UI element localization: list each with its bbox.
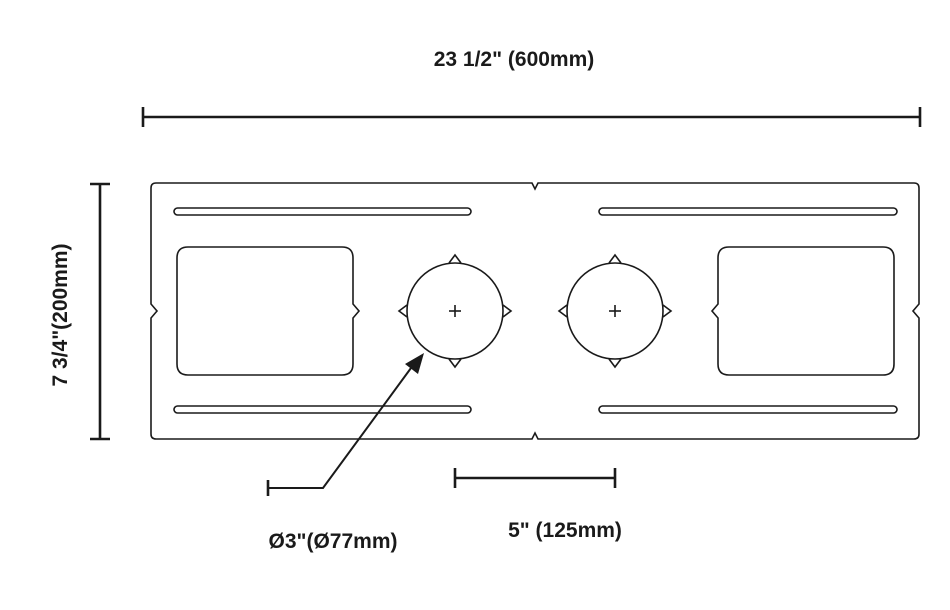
height-label: 7 3/4"(200mm) [49, 243, 72, 386]
knockout-notch [448, 253, 462, 264]
round-knockout-left-circle [406, 262, 504, 360]
slot-bottom-left [173, 405, 472, 414]
height-dimension: 7 3/4"(200mm) [49, 182, 110, 441]
rectangular-knockout-right [710, 246, 895, 376]
hole-spacing-label: 5" (125mm) [508, 519, 622, 542]
knockout-notch [608, 358, 622, 369]
hole-diameter-leader: Ø3"(Ø77mm) [266, 353, 424, 553]
knockout-notch [662, 304, 673, 318]
plate-outline [150, 182, 920, 440]
hole-diameter-label: Ø3"(Ø77mm) [269, 530, 398, 553]
knockout-notch [502, 304, 513, 318]
slot-top-left [173, 207, 472, 216]
round-knockout-right-circle [566, 262, 664, 360]
rectangular-knockout-left [176, 246, 361, 376]
width-dimension: 23 1/2" (600mm) [141, 48, 922, 127]
round-knockout-left [397, 253, 513, 369]
leader-arrowhead [405, 353, 424, 374]
hole-spacing-dimension: 5" (125mm) [453, 468, 622, 542]
round-knockout-right [557, 253, 673, 369]
slot-bottom-right [598, 405, 898, 414]
knockout-notch [448, 358, 462, 369]
knockout-notch [397, 304, 408, 318]
width-label: 23 1/2" (600mm) [434, 48, 595, 71]
leader-line [268, 367, 412, 489]
slot-top-right [598, 207, 898, 216]
knockout-notch [608, 253, 622, 264]
knockout-notch [557, 304, 568, 318]
